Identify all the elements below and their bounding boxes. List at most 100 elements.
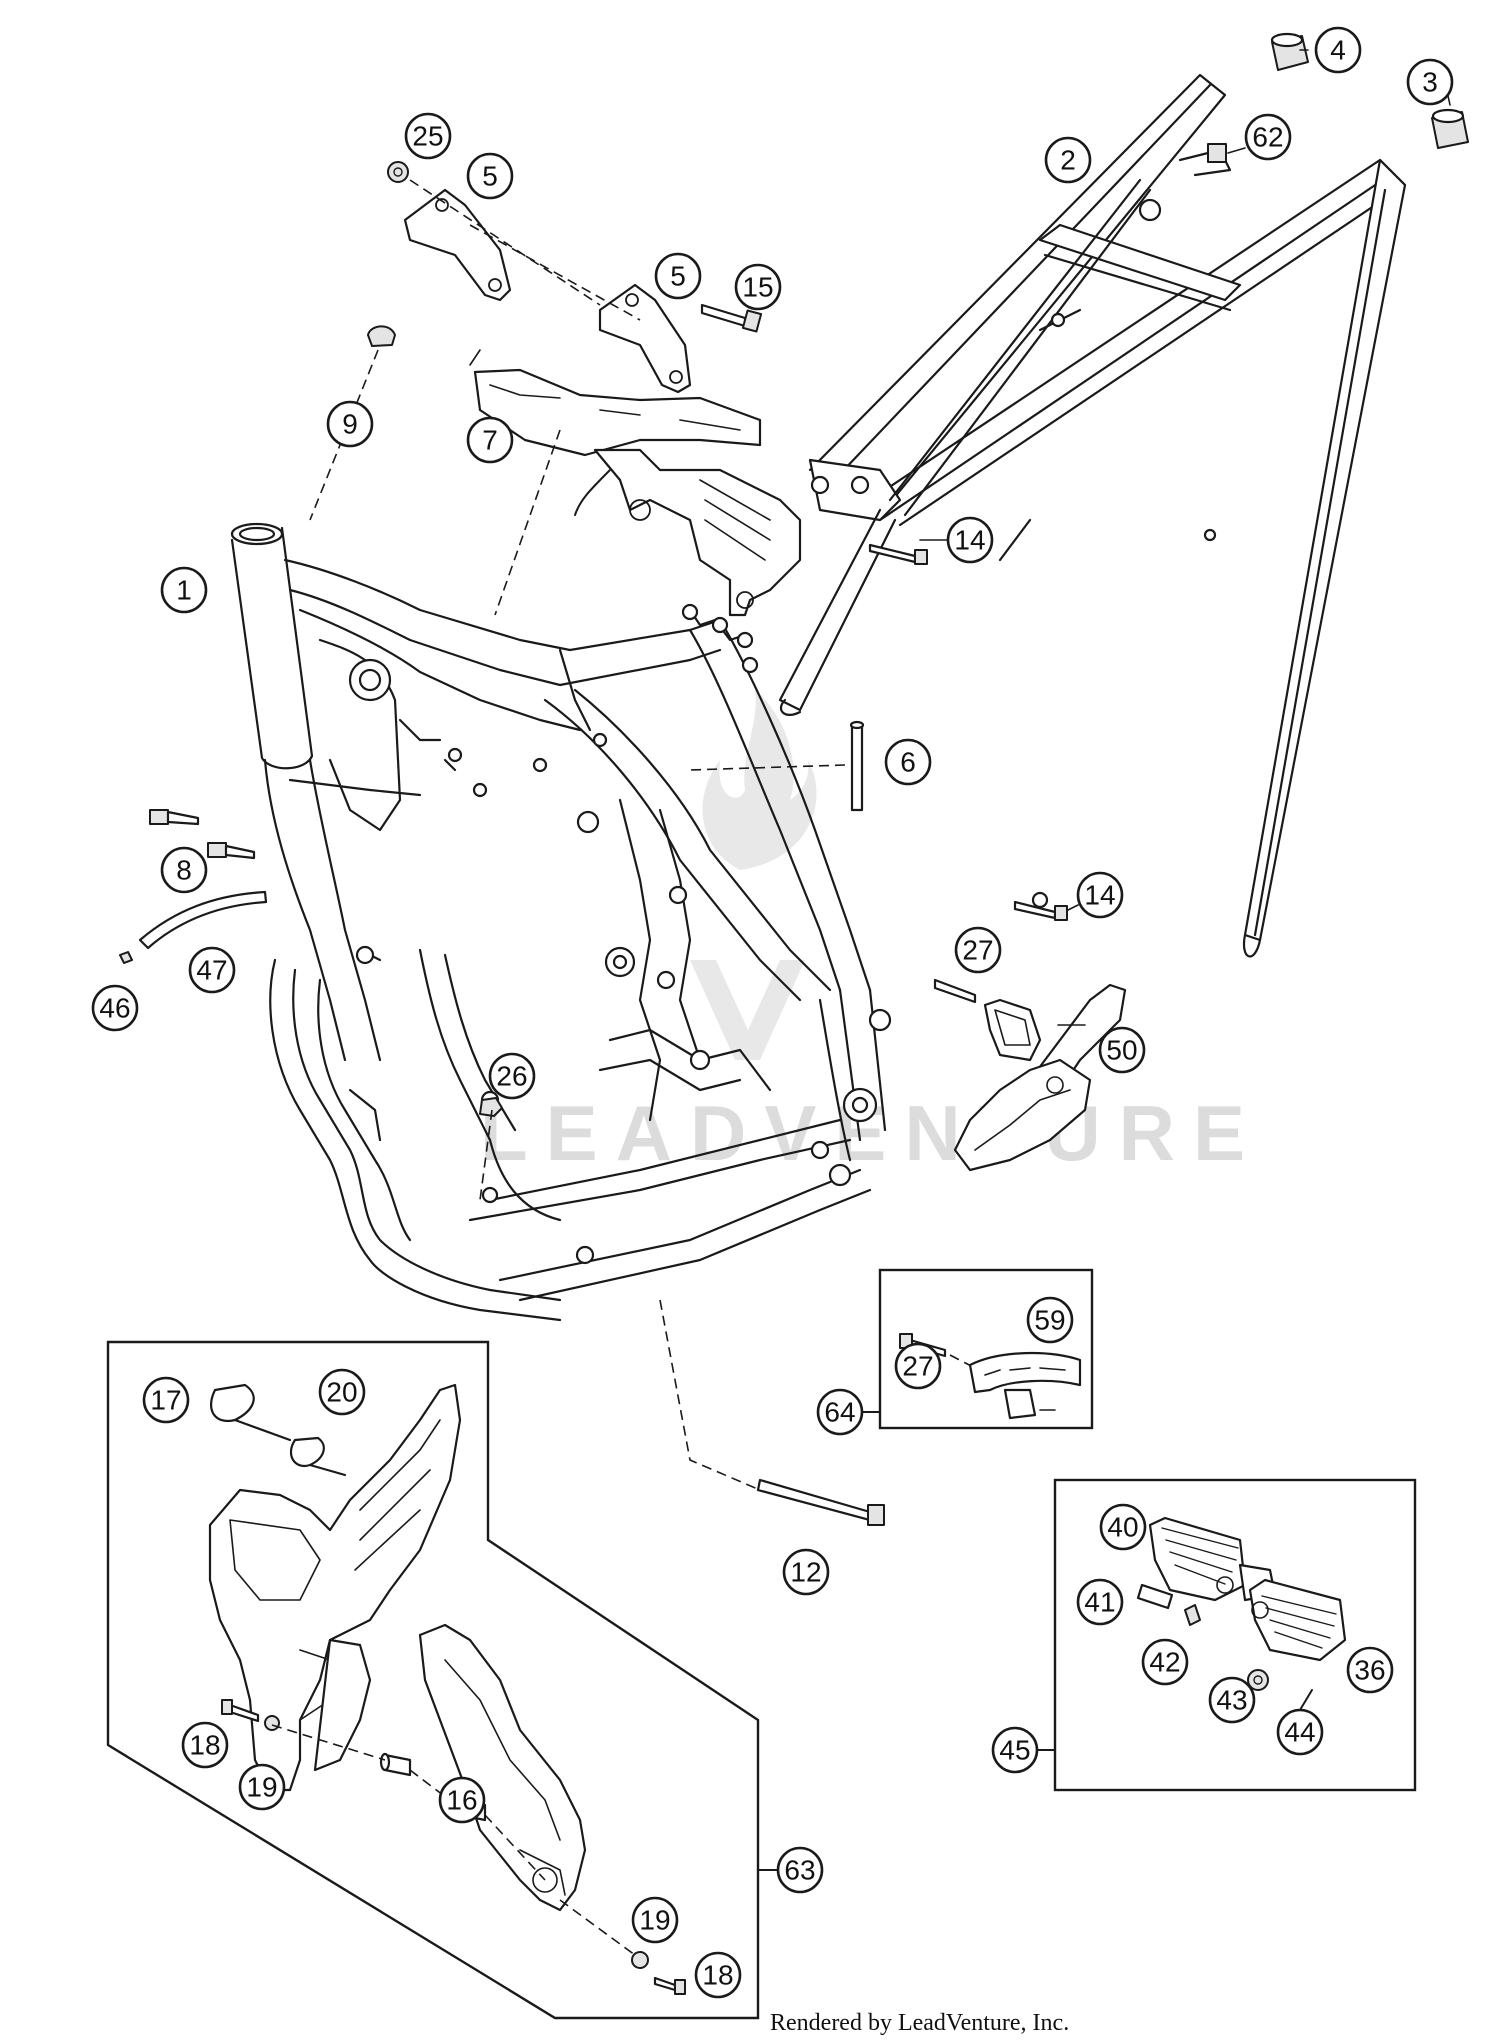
svg-text:20: 20: [326, 1377, 357, 1408]
callout-14-lower: 14: [1076, 871, 1124, 919]
callout-18-left: 18: [181, 1721, 229, 1769]
svg-text:36: 36: [1354, 1655, 1385, 1686]
chain-guide-50: [933, 978, 1127, 1172]
nut-25: [387, 161, 409, 183]
svg-text:45: 45: [999, 1735, 1030, 1766]
svg-text:42: 42: [1149, 1647, 1180, 1678]
subframe-plugs: [1207, 32, 1469, 163]
callout-5-lower: 5: [654, 252, 702, 300]
render-credit: Rendered by LeadVenture, Inc.: [770, 2010, 1070, 2036]
svg-text:4: 4: [1330, 35, 1346, 66]
nut-26: [479, 1097, 503, 1201]
svg-text:43: 43: [1216, 1685, 1247, 1716]
svg-text:64: 64: [824, 1397, 855, 1428]
svg-text:5: 5: [482, 161, 498, 192]
callout-19-right: 19: [631, 1896, 679, 1944]
svg-text:62: 62: [1252, 122, 1283, 153]
callout-50: 50: [1098, 1026, 1146, 1074]
screw-14-upper: [868, 543, 928, 565]
screws-8: [149, 809, 256, 860]
callout-41: 41: [1076, 1578, 1124, 1626]
svg-text:15: 15: [742, 272, 773, 303]
box-45: [1037, 1478, 1417, 1792]
callout-45: 45: [991, 1726, 1039, 1774]
svg-text:59: 59: [1034, 1305, 1065, 1336]
svg-text:40: 40: [1107, 1512, 1138, 1543]
callout-40: 40: [1099, 1503, 1147, 1551]
svg-text:2: 2: [1060, 145, 1076, 176]
callout-18-right: 18: [694, 1951, 742, 1999]
svg-text:3: 3: [1422, 67, 1438, 98]
watermark-v-icon: [690, 960, 805, 1060]
cable-tie-20: [289, 1436, 347, 1477]
callout-19-left: 19: [238, 1763, 286, 1811]
main-frame: [230, 522, 892, 1322]
svg-text:8: 8: [176, 855, 192, 886]
svg-text:14: 14: [1084, 880, 1115, 911]
callout-46: 46: [91, 984, 139, 1032]
svg-text:47: 47: [196, 955, 227, 986]
callout-12: 12: [782, 1548, 830, 1596]
callout-42: 42: [1141, 1638, 1189, 1686]
svg-text:14: 14: [954, 525, 985, 556]
callout-63: 63: [776, 1846, 824, 1894]
svg-text:27: 27: [902, 1351, 933, 1382]
callout-6: 6: [884, 738, 932, 786]
callout-1: 1: [160, 566, 208, 614]
callout-62: 62: [1244, 113, 1292, 161]
watermark: LEADVENTURE: [480, 690, 1245, 1177]
screw-14-lower: [1013, 900, 1068, 921]
bracket-7: [473, 368, 802, 617]
svg-text:1: 1: [176, 575, 192, 606]
bracket-5-lower: [598, 283, 692, 394]
svg-text:50: 50: [1106, 1035, 1137, 1066]
svg-text:6: 6: [900, 747, 916, 778]
callout-44: 44: [1276, 1708, 1324, 1756]
callout-59: 59: [1026, 1296, 1074, 1344]
callout-16: 16: [438, 1776, 486, 1824]
svg-text:19: 19: [639, 1905, 670, 1936]
svg-text:12: 12: [790, 1557, 821, 1588]
callout-20: 20: [318, 1368, 366, 1416]
callout-5-upper: 5: [466, 152, 514, 200]
callout-36: 36: [1346, 1646, 1394, 1694]
steering-head-tube: [230, 522, 314, 770]
subframe: [778, 73, 1407, 958]
svg-text:5: 5: [670, 261, 686, 292]
svg-text:18: 18: [702, 1960, 733, 1991]
callout-17: 17: [142, 1376, 190, 1424]
screw-62: [1207, 143, 1246, 163]
callout-14-upper: 14: [946, 516, 994, 564]
svg-text:63: 63: [784, 1855, 815, 1886]
cable-tie-17: [209, 1383, 292, 1442]
callout-2: 2: [1044, 136, 1092, 184]
svg-text:16: 16: [446, 1785, 477, 1816]
svg-text:7: 7: [482, 425, 498, 456]
svg-text:41: 41: [1084, 1587, 1115, 1618]
svg-text:19: 19: [246, 1772, 277, 1803]
box-64: [861, 1268, 1094, 1430]
callout-43: 43: [1208, 1676, 1256, 1724]
svg-text:18: 18: [189, 1730, 220, 1761]
bracket-5-upper: [403, 188, 512, 302]
engine-brackets: [387, 161, 763, 394]
screw-15: [700, 303, 763, 333]
svg-text:17: 17: [150, 1385, 181, 1416]
svg-text:26: 26: [496, 1061, 527, 1092]
callout-27-upper: 27: [954, 926, 1002, 974]
callout-27-box: 27: [894, 1342, 942, 1390]
hose-47: [119, 890, 268, 964]
svg-text:44: 44: [1284, 1717, 1315, 1748]
svg-text:9: 9: [342, 409, 358, 440]
callout-64: 64: [816, 1388, 864, 1436]
callout-15: 15: [734, 263, 782, 311]
callout-26: 26: [488, 1052, 536, 1100]
clip-9: [309, 325, 396, 521]
callout-3: 3: [1406, 58, 1454, 106]
svg-text:27: 27: [962, 935, 993, 966]
pin-6: [689, 720, 865, 812]
svg-text:46: 46: [99, 993, 130, 1024]
callout-4: 4: [1314, 26, 1362, 74]
callout-47: 47: [188, 946, 236, 994]
